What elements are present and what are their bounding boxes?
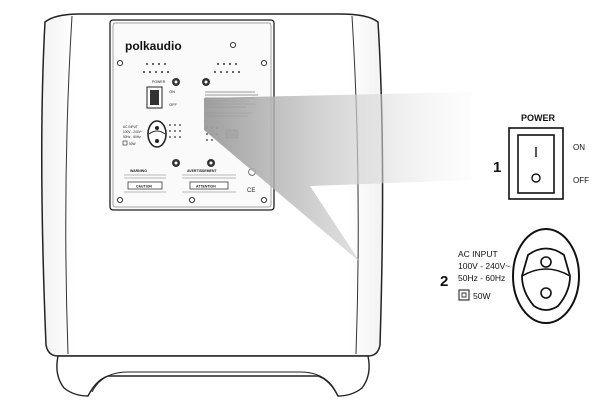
screw-icon [116,196,124,204]
callout-power-off: OFF [573,176,589,185]
screw-icon [260,196,268,204]
mount-knob-icon [207,159,215,167]
callout-ac-line: 100V - 240V~ [458,261,510,271]
ac-inlet-inner [521,247,571,311]
warning-right-label: AVERTISSEMENT [187,169,217,173]
warning-block-right: AVERTISSEMENT ATTENTION [182,169,236,193]
panel-ac-line: 50W [129,142,136,146]
screw-icon [188,196,196,204]
ac-pin-top-icon [540,256,552,268]
vent-dots-right [214,63,240,73]
ac-pin-bottom-icon [540,287,552,299]
vent-dots-left [143,63,169,73]
cabinet-edge-left [65,15,73,355]
panel-ac-line: AC INPUT [123,125,138,129]
panel-switch-off: OFF [169,102,178,107]
panel-ac-input: AC INPUT 100V - 240V~ 50Hz - 60Hz 50W [122,120,167,148]
panel-switch-rocker [150,90,159,105]
mount-knob-icon [172,78,180,86]
ce-mark: CE [247,188,255,194]
panel-power-switch: POWER ON OFF [146,80,178,109]
panel-ac-rating-box [122,140,128,146]
zoom-beam [204,92,472,262]
panel-ac-line: 100V - 240V~ [123,130,143,134]
warning-block-left: WARNING CAUTION [124,169,166,193]
cabinet-base [56,355,370,397]
callout-ac-line: 50Hz - 60Hz [458,273,505,283]
panel-ac-line: 50Hz - 60Hz [123,135,141,139]
power-off-symbol-icon [531,173,541,183]
brand-logo: polkaudio [125,39,182,53]
rear-panel: polkaudio [109,19,275,211]
double-insulated-icon [458,289,470,301]
warning-left-label: WARNING [130,169,147,173]
caution-right-box [189,181,229,190]
panel-switch-title: POWER [152,80,166,84]
callout-power: 1 POWER ON OFF [493,113,589,200]
callout-ac-input: 2 AC INPUT 100V - 240V~ 50Hz - 60Hz 50W [440,228,580,324]
panel-ac-socket [147,120,167,148]
screw-icon [116,59,124,67]
caution-right-label: ATTENTION [196,185,216,189]
mount-knob-icon [202,78,210,86]
callout-ac-number: 2 [440,273,448,290]
screw-icon [260,59,268,67]
callout-ac-rating: 50W [473,291,490,301]
mount-knob-icon [172,159,180,167]
screw-icon [229,41,237,49]
callout-power-number: 1 [493,159,501,176]
cabinet-foot-arch [91,371,337,393]
caution-left-box [127,181,163,190]
power-switch-rocker [517,134,555,194]
callout-ac-line: AC INPUT [458,249,498,259]
panel-switch-on: ON [169,89,175,94]
callout-power-on: ON [573,143,585,152]
callout-power-title: POWER [521,113,556,123]
caution-left-label: CAUTION [136,185,152,189]
